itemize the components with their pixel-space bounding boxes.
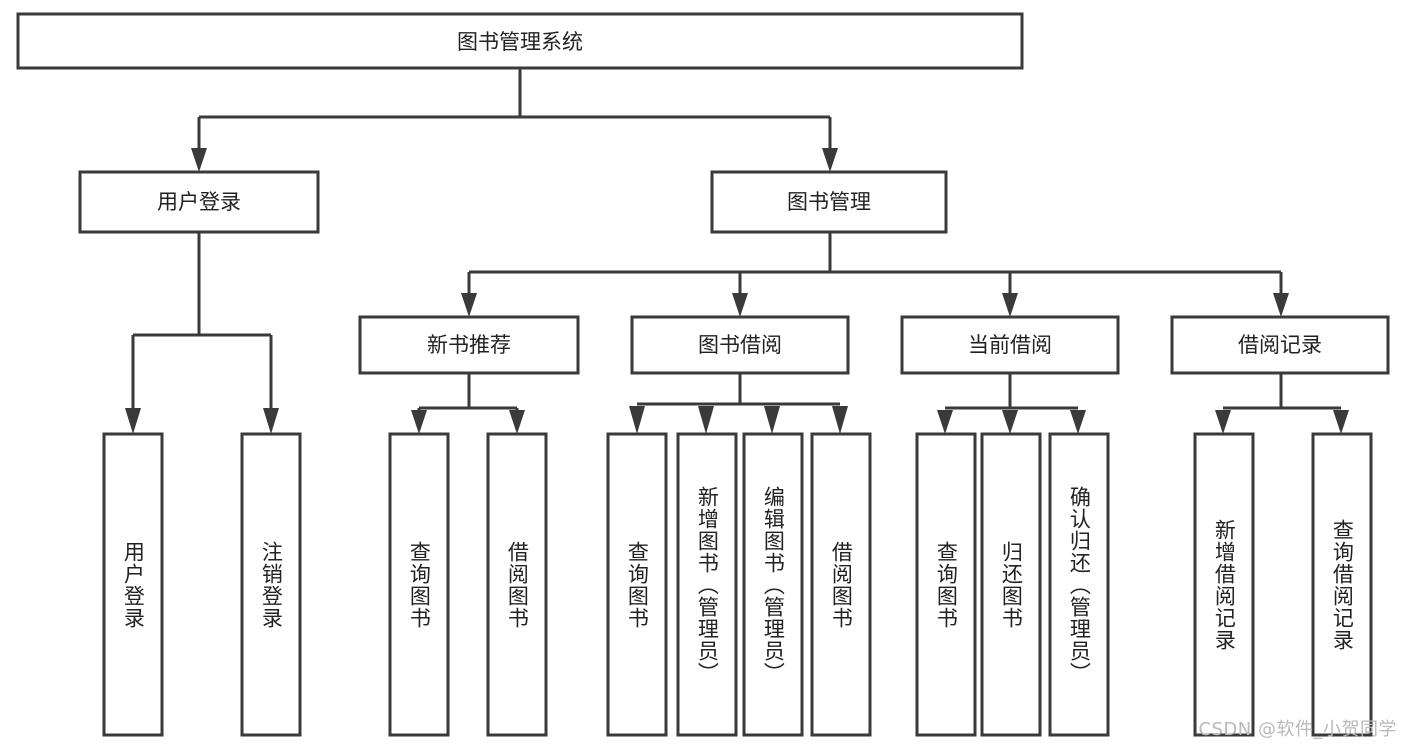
leaf-label-wrap-user-login-1: 用户登录	[104, 434, 162, 735]
leaf-label-wrap-book-borrow-3: 编辑图书（管理员）	[744, 434, 802, 735]
node-user-login[interactable]: 用户登录	[78, 170, 320, 234]
leaf-rect-borrow-record-2[interactable]	[1311, 432, 1373, 737]
arrow-head-current-borrow	[1002, 293, 1018, 317]
arrow-head-leaf-borrow-record-1	[1215, 410, 1231, 434]
leaf-label-new-book-1: 查询图书	[407, 540, 432, 629]
node-book-borrow[interactable]: 图书借阅	[630, 315, 850, 375]
arrow-head-leaf-book-borrow-2	[698, 406, 714, 434]
node-book-manage-rect[interactable]	[710, 170, 948, 234]
arrow-head-borrow-record	[1273, 293, 1289, 317]
connector-group-current-borrow	[937, 373, 1086, 434]
node-book-borrow-rect[interactable]	[630, 315, 850, 375]
arrow-head-leaf-new-book-2	[509, 410, 525, 434]
node-book-borrow-label: 图书借阅	[698, 333, 782, 357]
leaf-label-wrap-current-borrow-1: 查询图书	[917, 434, 975, 735]
connector-group-borrow-record	[1215, 373, 1349, 434]
node-borrow-record-label: 借阅记录	[1238, 333, 1322, 357]
node-book-manage-label: 图书管理	[787, 190, 871, 214]
leaf-rect-book-borrow-2[interactable]	[676, 432, 738, 737]
node-root-label: 图书管理系统	[457, 30, 583, 54]
leaf-label-wrap-current-borrow-3: 确认归还（管理员）	[1050, 434, 1108, 735]
leaf-label-borrow-record-1: 新增借阅记录	[1212, 518, 1237, 651]
leaf-label-user-login-2: 注销登录	[259, 540, 284, 629]
leaf-rect-book-borrow-4[interactable]	[810, 432, 872, 737]
arrow-head-leaf-book-borrow-3	[764, 406, 780, 434]
leaf-label-book-borrow-1: 查询图书	[625, 540, 650, 629]
leaf-label-current-borrow-1: 查询图书	[934, 540, 959, 629]
node-current-borrow-label: 当前借阅	[968, 333, 1052, 357]
arrow-head-book-manage	[822, 148, 838, 172]
node-current-borrow-rect[interactable]	[900, 315, 1120, 375]
leaf-label-wrap-borrow-record-1: 新增借阅记录	[1195, 434, 1253, 735]
connector-group-root	[191, 68, 838, 172]
leaf-label-wrap-borrow-record-2: 查询借阅记录	[1313, 434, 1371, 735]
leaf-rect-new-book-2[interactable]	[486, 432, 548, 737]
node-book-manage[interactable]: 图书管理	[710, 170, 948, 234]
arrow-head-leaf-user-login-1	[125, 408, 141, 434]
arrow-head-leaf-current-borrow-1	[937, 410, 953, 434]
leaf-label-current-borrow-2: 归还图书	[999, 540, 1024, 629]
leaf-label-wrap-user-login-2: 注销登录	[242, 434, 300, 735]
leaf-label-new-book-2: 借阅图书	[505, 540, 530, 629]
leaf-rect-current-borrow-3[interactable]	[1048, 432, 1110, 737]
leaf-label-wrap-new-book-2: 借阅图书	[488, 434, 546, 735]
leaf-rect-book-borrow-1[interactable]	[606, 432, 668, 737]
leaf-rect-current-borrow-2[interactable]	[980, 432, 1042, 737]
arrow-head-new-book-recommend	[461, 293, 477, 317]
node-root-rect[interactable]	[16, 12, 1024, 70]
arrow-head-book-borrow	[732, 293, 748, 317]
leaf-label-book-borrow-3: 编辑图书（管理员）	[761, 485, 786, 684]
node-root[interactable]: 图书管理系统	[16, 12, 1024, 70]
node-current-borrow[interactable]: 当前借阅	[900, 315, 1120, 375]
leaf-label-wrap-book-borrow-4: 借阅图书	[812, 434, 870, 735]
leaf-label-wrap-new-book-1: 查询图书	[390, 434, 448, 735]
leaf-label-book-borrow-2: 新增图书（管理员）	[695, 485, 720, 684]
arrow-head-leaf-current-borrow-2	[1002, 410, 1018, 434]
node-user-login-label: 用户登录	[157, 190, 241, 214]
node-borrow-record[interactable]: 借阅记录	[1170, 315, 1390, 375]
node-new-book-recommend-label: 新书推荐	[427, 333, 511, 357]
arrow-head-user-login	[191, 148, 207, 172]
leaf-rect-group	[102, 432, 1373, 737]
node-new-book-recommend[interactable]: 新书推荐	[358, 315, 580, 375]
leaf-label-current-borrow-3: 确认归还（管理员）	[1067, 485, 1092, 684]
leaf-rect-user-login-2[interactable]	[240, 432, 302, 737]
leaf-rect-book-borrow-3[interactable]	[742, 432, 804, 737]
leaf-label-borrow-record-2: 查询借阅记录	[1330, 518, 1355, 651]
leaf-label-wrap-current-borrow-2: 归还图书	[982, 434, 1040, 735]
arrow-head-leaf-book-borrow-4	[832, 406, 848, 434]
leaf-label-wrap-book-borrow-2: 新增图书（管理员）	[678, 434, 736, 735]
leaf-rect-new-book-1[interactable]	[388, 432, 450, 737]
node-user-login-rect[interactable]	[78, 170, 320, 234]
arrow-head-leaf-new-book-1	[411, 410, 427, 434]
connector-group-book-borrow	[629, 373, 848, 434]
leaf-label-user-login-1: 用户登录	[121, 540, 146, 629]
connector-group-new-book-recommend	[411, 373, 525, 434]
leaf-rect-borrow-record-1[interactable]	[1193, 432, 1255, 737]
node-new-book-recommend-rect[interactable]	[358, 315, 580, 375]
leaf-label-wrap-book-borrow-1: 查询图书	[608, 434, 666, 735]
arrow-head-leaf-current-borrow-3	[1070, 410, 1086, 434]
leaf-label-book-borrow-4: 借阅图书	[829, 540, 854, 629]
connector-group-user-login	[125, 232, 279, 434]
arrow-head-leaf-user-login-2	[263, 408, 279, 434]
leaf-rect-user-login-1[interactable]	[102, 432, 164, 737]
connector-group-book-manage	[461, 232, 1289, 317]
leaf-rect-current-borrow-1[interactable]	[915, 432, 977, 737]
arrow-head-leaf-book-borrow-1	[629, 406, 645, 434]
arrow-head-leaf-borrow-record-2	[1333, 410, 1349, 434]
node-borrow-record-rect[interactable]	[1170, 315, 1390, 375]
